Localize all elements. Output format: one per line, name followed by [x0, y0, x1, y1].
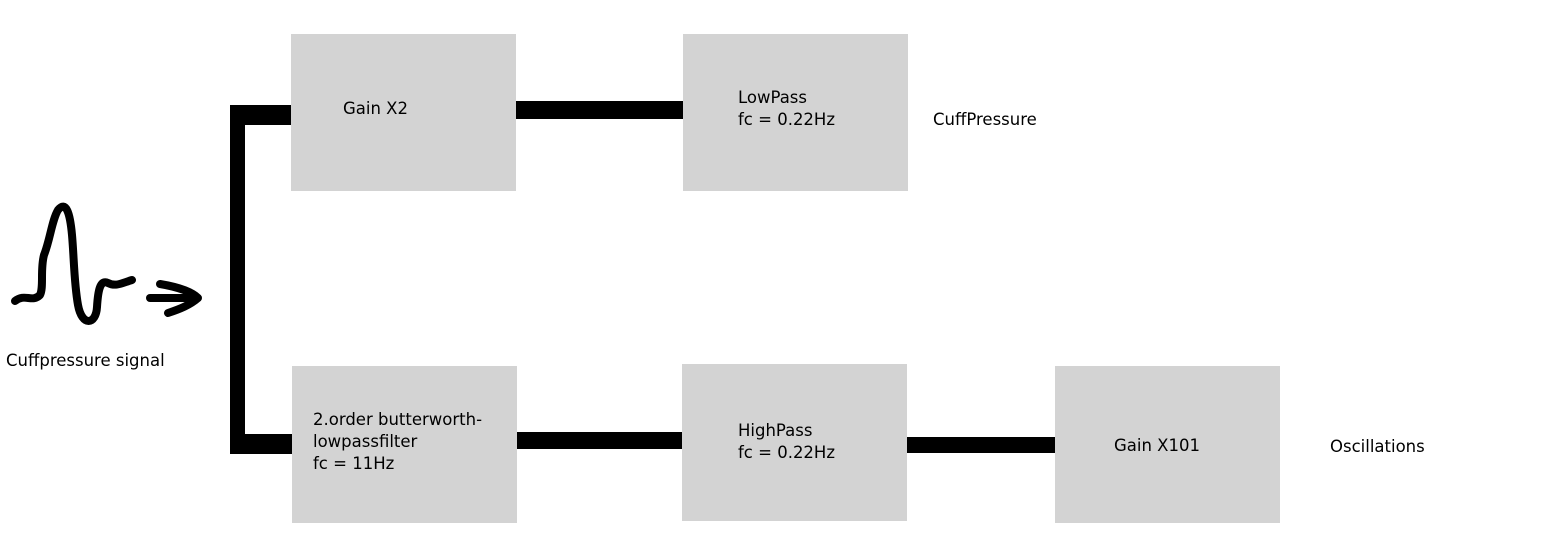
wire-highpass-to-gain-x101: [907, 437, 1056, 453]
wire-butterworth-to-highpass: [517, 432, 683, 449]
gain-x2-block: Gain X2: [291, 34, 516, 191]
wire-gain-x2-to-lowpass: [516, 101, 684, 119]
gain-x101-label: Gain X101: [1114, 436, 1200, 455]
lowpass-label: LowPass fc = 0.22Hz: [738, 87, 835, 131]
butterworth-type: lowpassfilter: [313, 432, 418, 451]
arrow-right-icon: [146, 280, 202, 317]
oscillations-output-label: Oscillations: [1330, 437, 1425, 456]
gain-x2-label: Gain X2: [343, 99, 408, 118]
lowpass-block: LowPass fc = 0.22Hz: [683, 34, 908, 191]
wire-to-butterworth: [230, 434, 292, 454]
gain-x101-block: Gain X101: [1055, 366, 1280, 523]
pulse-waveform-icon: [11, 202, 202, 325]
butterworth-cutoff: fc = 11Hz: [313, 454, 395, 473]
highpass-label: HighPass fc = 0.22Hz: [738, 420, 835, 464]
butterworth-title: 2.order butterworth-: [313, 410, 483, 429]
cuff-pressure-output-label: CuffPressure: [933, 110, 1037, 129]
lowpass-cutoff: fc = 0.22Hz: [738, 110, 836, 129]
lowpass-title: LowPass: [738, 88, 808, 107]
highpass-title: HighPass: [738, 421, 813, 440]
butterworth-block: 2.order butterworth- lowpassfilter fc = …: [292, 366, 517, 523]
input-signal-label: Cuffpressure signal: [6, 351, 165, 370]
highpass-cutoff: fc = 0.22Hz: [738, 443, 836, 462]
highpass-block: HighPass fc = 0.22Hz: [682, 364, 907, 521]
splitter-vertical-wire: [230, 105, 245, 454]
butterworth-label: 2.order butterworth- lowpassfilter fc = …: [313, 409, 482, 475]
wire-to-gain-x2: [230, 105, 292, 125]
